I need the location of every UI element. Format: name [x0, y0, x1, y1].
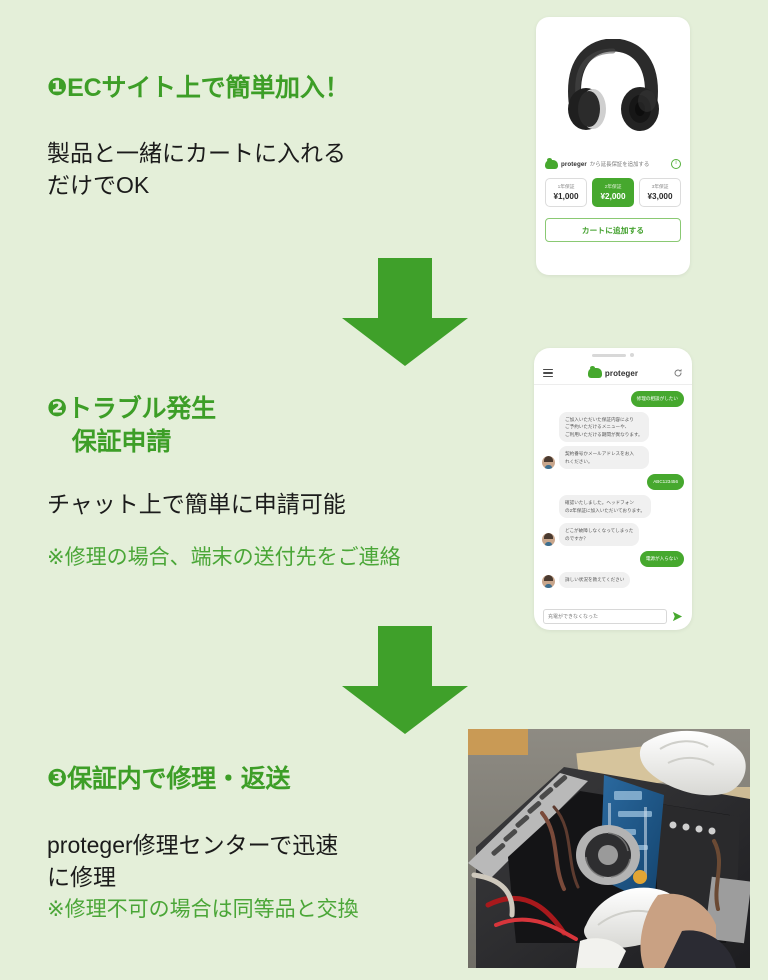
chat-message-row: 確認いたしました。ヘッドフォン の2年保証に加入いただいております。: [542, 495, 684, 519]
step-1-number-glyph: ❶: [47, 74, 68, 101]
chat-bubble-user: 修理の相談がしたい: [630, 391, 684, 407]
plan-price-label: ¥3,000: [647, 192, 673, 201]
chat-message-row: 電源が入らない: [542, 551, 684, 567]
headphones-icon: [568, 39, 659, 131]
warranty-plan-options: 1年保証 ¥1,000 2年保証 ¥2,000 3年保証 ¥3,000: [536, 171, 690, 207]
camera-dot: [630, 353, 634, 357]
avatar: [542, 533, 555, 547]
step-2-heading: ❷トラブル発生 保証申請: [47, 393, 401, 459]
plan-option-2year[interactable]: 2年保証 ¥2,000: [592, 178, 634, 207]
step-3-text-block: ❸保証内で修理・返送 proteger修理センターで迅速 に修理 ※修理不可の場…: [47, 763, 359, 925]
chat-brand: proteger: [559, 366, 667, 378]
chat-message-row: ABC123456: [542, 474, 684, 491]
warranty-offer-row[interactable]: proteger から延長保証を追加する i: [536, 157, 690, 171]
chat-header: proteger: [534, 362, 692, 385]
step-1-heading: ❶ECサイト上で簡単加入！: [47, 72, 350, 104]
avatar: [542, 456, 555, 470]
step-3-heading-label: 保証内で修理・返送: [67, 765, 291, 793]
proteger-logo-icon: [587, 366, 602, 378]
chat-phone-mockup: proteger 修理の相談がしたい ご加入いただいた保証内容により ご予約いた…: [534, 348, 692, 630]
warranty-offer-label: から延長保証を追加する: [589, 162, 650, 168]
plan-term-label: 1年保証: [557, 185, 575, 190]
step-3-heading: ❸保証内で修理・返送: [47, 763, 359, 795]
step-2-body: チャット上で簡単に申請可能: [47, 491, 346, 517]
step-3-number-glyph: ❸: [47, 765, 68, 792]
chat-message-row: どこが故障しなくなってしまった のですか？: [542, 523, 684, 547]
speaker-bar: [592, 353, 626, 357]
chat-brand-label: proteger: [604, 368, 639, 378]
proteger-logo-icon: [545, 157, 558, 169]
reload-icon[interactable]: [673, 368, 683, 378]
chat-input[interactable]: 充電ができなくなった: [543, 608, 667, 624]
chat-bubble-user: ABC123456: [647, 474, 684, 491]
step-2-note: ※修理の場合、端末の送付先をご連絡: [47, 545, 401, 569]
chat-bubble-agent: 契約番号かメールアドレスをお入 れください。: [559, 446, 649, 470]
chat-bubble-agent: どこが故障しなくなってしまった のですか？: [559, 523, 640, 547]
plan-term-label: 2年保証: [604, 185, 622, 190]
send-icon[interactable]: [672, 611, 683, 622]
info-icon[interactable]: i: [671, 159, 681, 169]
step-1-body: 製品と一緒にカートに入れる だけでOK: [47, 140, 346, 198]
chat-bubble-user: 電源が入らない: [639, 551, 684, 567]
step-3-body: proteger修理センターで迅速 に修理: [47, 832, 339, 890]
chat-bubble-agent: 詳しい状況を教えてください: [559, 571, 631, 588]
step-2-number-glyph: ❷: [47, 395, 68, 422]
step-1-text-block: ❶ECサイト上で簡単加入！ 製品と一緒にカートに入れる だけでOK: [47, 72, 350, 201]
step-2-heading-label: トラブル発生 保証申請: [67, 395, 216, 456]
plan-option-1year[interactable]: 1年保証 ¥1,000: [545, 178, 587, 207]
step-2-text-block: ❷トラブル発生 保証申請 チャット上で簡単に申請可能 ※修理の場合、端末の送付先…: [47, 393, 401, 572]
plan-price-label: ¥2,000: [600, 192, 626, 201]
add-to-cart-button[interactable]: カートに追加する: [545, 218, 681, 242]
phone-notch: [534, 348, 692, 362]
product-image-wrap: [536, 17, 690, 157]
step-1-heading-label: ECサイト上で簡単加入！: [67, 74, 350, 102]
chat-message-list[interactable]: 修理の相談がしたい ご加入いただいた保証内容により ご予約いただけるメニューや、…: [534, 385, 692, 602]
product-card-mockup: proteger から延長保証を追加する i 1年保証 ¥1,000 2年保証 …: [536, 17, 690, 275]
proteger-brand-label: proteger: [561, 160, 587, 168]
chat-message-row: 修理の相談がしたい: [542, 391, 684, 407]
chat-message-row: ご加入いただいた保証内容により ご予約いただけるメニューや、 ご利用いただける期…: [542, 411, 684, 470]
repair-center-photo: [468, 729, 750, 968]
avatar: [542, 574, 555, 588]
plan-option-3year[interactable]: 3年保証 ¥3,000: [639, 178, 681, 207]
step-3-note: ※修理不可の場合は同等品と交換: [47, 898, 359, 922]
plan-price-label: ¥1,000: [553, 192, 579, 201]
plan-term-label: 3年保証: [651, 185, 669, 190]
arrow-step2-to-step3: [330, 626, 480, 734]
chat-message-row: 詳しい状況を教えてください: [542, 571, 684, 588]
chat-bubble-agent: ご加入いただいた保証内容により ご予約いただけるメニューや、 ご利用いただける期…: [559, 411, 649, 443]
hamburger-icon[interactable]: [543, 368, 553, 378]
arrow-step1-to-step2: [330, 258, 480, 366]
chat-input-bar: 充電ができなくなった: [534, 602, 692, 630]
chat-bubble-agent: 確認いたしました。ヘッドフォン の2年保証に加入いただいております。: [559, 495, 651, 519]
